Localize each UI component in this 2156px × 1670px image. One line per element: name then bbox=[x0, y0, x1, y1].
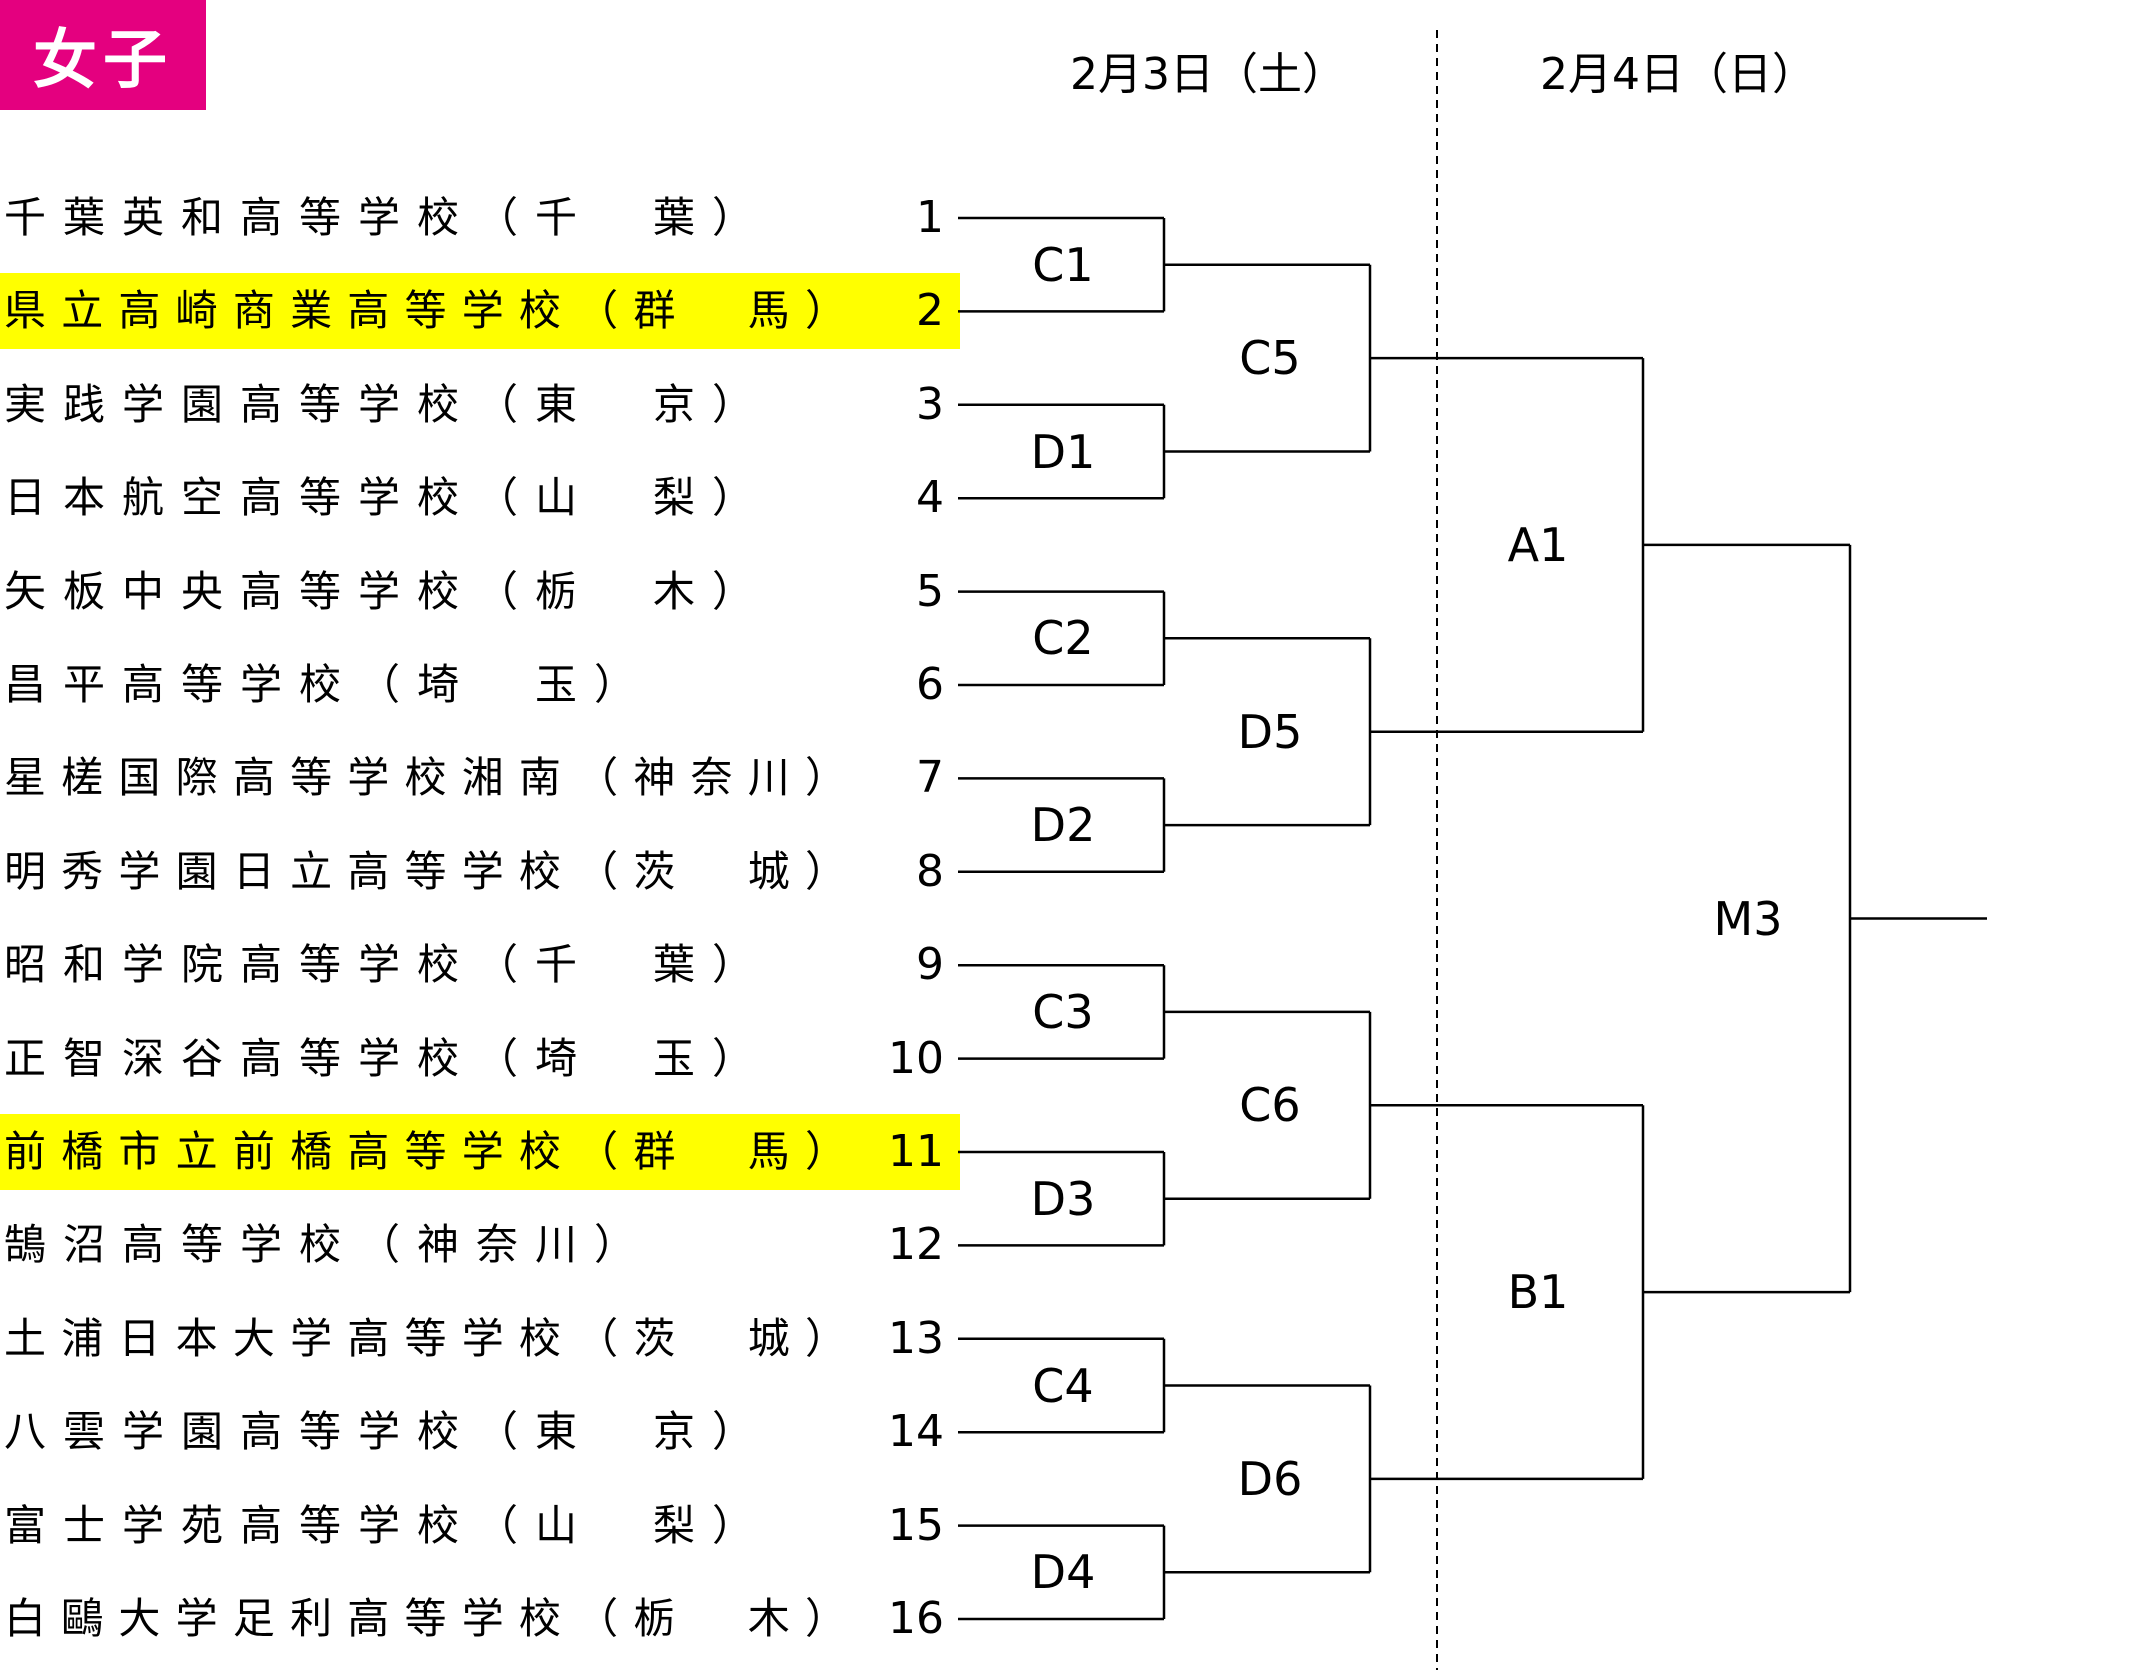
team-seed: 11 bbox=[888, 1126, 944, 1177]
team-name: 白鷗大学足利高等学校（栃 木） bbox=[4, 1594, 863, 1643]
team-row: 土浦日本大学高等学校（茨 城） 13 bbox=[0, 1301, 960, 1377]
team-name: 昌平高等学校（埼 玉） bbox=[4, 660, 654, 709]
team-row: 正智深谷高等学校（埼 玉） 10 bbox=[0, 1021, 960, 1097]
title-badge: 女子 bbox=[0, 0, 206, 110]
match-label: D4 bbox=[1030, 1545, 1096, 1600]
team-name: 実践学園高等学校（東 京） bbox=[4, 379, 772, 429]
team-name: 矢板中央高等学校（栃 木） bbox=[4, 566, 772, 616]
team-row: 日本航空高等学校（山 梨） 4 bbox=[0, 460, 960, 536]
team-name: 鵠沼高等学校（神奈川） bbox=[4, 1220, 654, 1270]
team-name: 正智深谷高等学校（埼 玉） bbox=[4, 1033, 772, 1083]
match-label: M3 bbox=[1713, 891, 1783, 946]
match-label: D3 bbox=[1030, 1171, 1096, 1226]
team-row: 昌平高等学校（埼 玉） 6 bbox=[0, 647, 960, 723]
team-name: 昭和学院高等学校（千 葉） bbox=[4, 940, 772, 990]
team-row: 県立高崎商業高等学校（群 馬） 2 bbox=[0, 273, 960, 350]
match-label: C6 bbox=[1239, 1078, 1301, 1133]
match-label: C4 bbox=[1032, 1358, 1094, 1413]
team-row: 矢板中央高等学校（栃 木） 5 bbox=[0, 554, 960, 630]
team-name: 日本航空高等学校（山 梨） bbox=[4, 473, 772, 523]
team-seed: 2 bbox=[916, 285, 944, 337]
match-label: C5 bbox=[1239, 331, 1301, 386]
team-seed: 8 bbox=[916, 845, 944, 897]
team-row: 実践学園高等学校（東 京） 3 bbox=[0, 367, 960, 443]
team-name: 前橋市立前橋高等学校（群 馬） bbox=[4, 1127, 863, 1176]
team-seed: 5 bbox=[916, 565, 944, 617]
team-seed: 12 bbox=[888, 1219, 944, 1271]
team-name: 八雲学園高等学校（東 京） bbox=[4, 1407, 772, 1457]
team-seed: 15 bbox=[888, 1499, 944, 1551]
match-label: D1 bbox=[1030, 424, 1096, 479]
team-seed: 13 bbox=[888, 1312, 944, 1364]
match-label: B1 bbox=[1507, 1265, 1569, 1320]
match-label: D5 bbox=[1237, 704, 1303, 759]
match-label: D2 bbox=[1030, 798, 1096, 853]
team-seed: 6 bbox=[916, 659, 944, 710]
team-row: 白鷗大学足利高等学校（栃 木） 16 bbox=[0, 1581, 960, 1657]
team-seed: 16 bbox=[888, 1593, 944, 1644]
team-name: 富士学苑高等学校（山 梨） bbox=[4, 1500, 772, 1550]
team-name: 千葉英和高等学校（千 葉） bbox=[4, 193, 772, 242]
team-row: 明秀学園日立高等学校（茨 城） 8 bbox=[0, 834, 960, 910]
match-label: A1 bbox=[1507, 517, 1569, 572]
team-row: 富士学苑高等学校（山 梨） 15 bbox=[0, 1488, 960, 1564]
team-row: 前橋市立前橋高等学校（群 馬） 11 bbox=[0, 1114, 960, 1190]
title-text: 女子 bbox=[33, 24, 173, 98]
team-row: 八雲学園高等学校（東 京） 14 bbox=[0, 1394, 960, 1470]
team-seed: 3 bbox=[916, 378, 944, 430]
team-seed: 7 bbox=[916, 752, 944, 804]
day-label-saturday: 2月3日（土） bbox=[1070, 49, 1346, 100]
team-name: 土浦日本大学高等学校（茨 城） bbox=[4, 1313, 863, 1363]
match-label: C3 bbox=[1032, 984, 1094, 1039]
team-row: 星槎国際高等学校湘南（神奈川） 7 bbox=[0, 740, 960, 816]
team-seed: 4 bbox=[916, 472, 944, 524]
team-seed: 10 bbox=[888, 1032, 944, 1084]
team-seed: 9 bbox=[916, 939, 944, 991]
team-row: 千葉英和高等学校（千 葉） 1 bbox=[0, 180, 960, 256]
team-name: 県立高崎商業高等学校（群 馬） bbox=[4, 286, 863, 336]
day-label-sunday: 2月4日（日） bbox=[1540, 49, 1816, 100]
match-label: D6 bbox=[1237, 1451, 1303, 1506]
match-label: C2 bbox=[1032, 611, 1094, 666]
team-seed: 1 bbox=[916, 192, 944, 243]
team-name: 星槎国際高等学校湘南（神奈川） bbox=[4, 753, 863, 803]
match-label: C1 bbox=[1032, 237, 1094, 292]
team-row: 鵠沼高等学校（神奈川） 12 bbox=[0, 1207, 960, 1283]
team-name: 明秀学園日立高等学校（茨 城） bbox=[4, 846, 863, 896]
team-seed: 14 bbox=[888, 1406, 944, 1458]
team-row: 昭和学院高等学校（千 葉） 9 bbox=[0, 927, 960, 1003]
